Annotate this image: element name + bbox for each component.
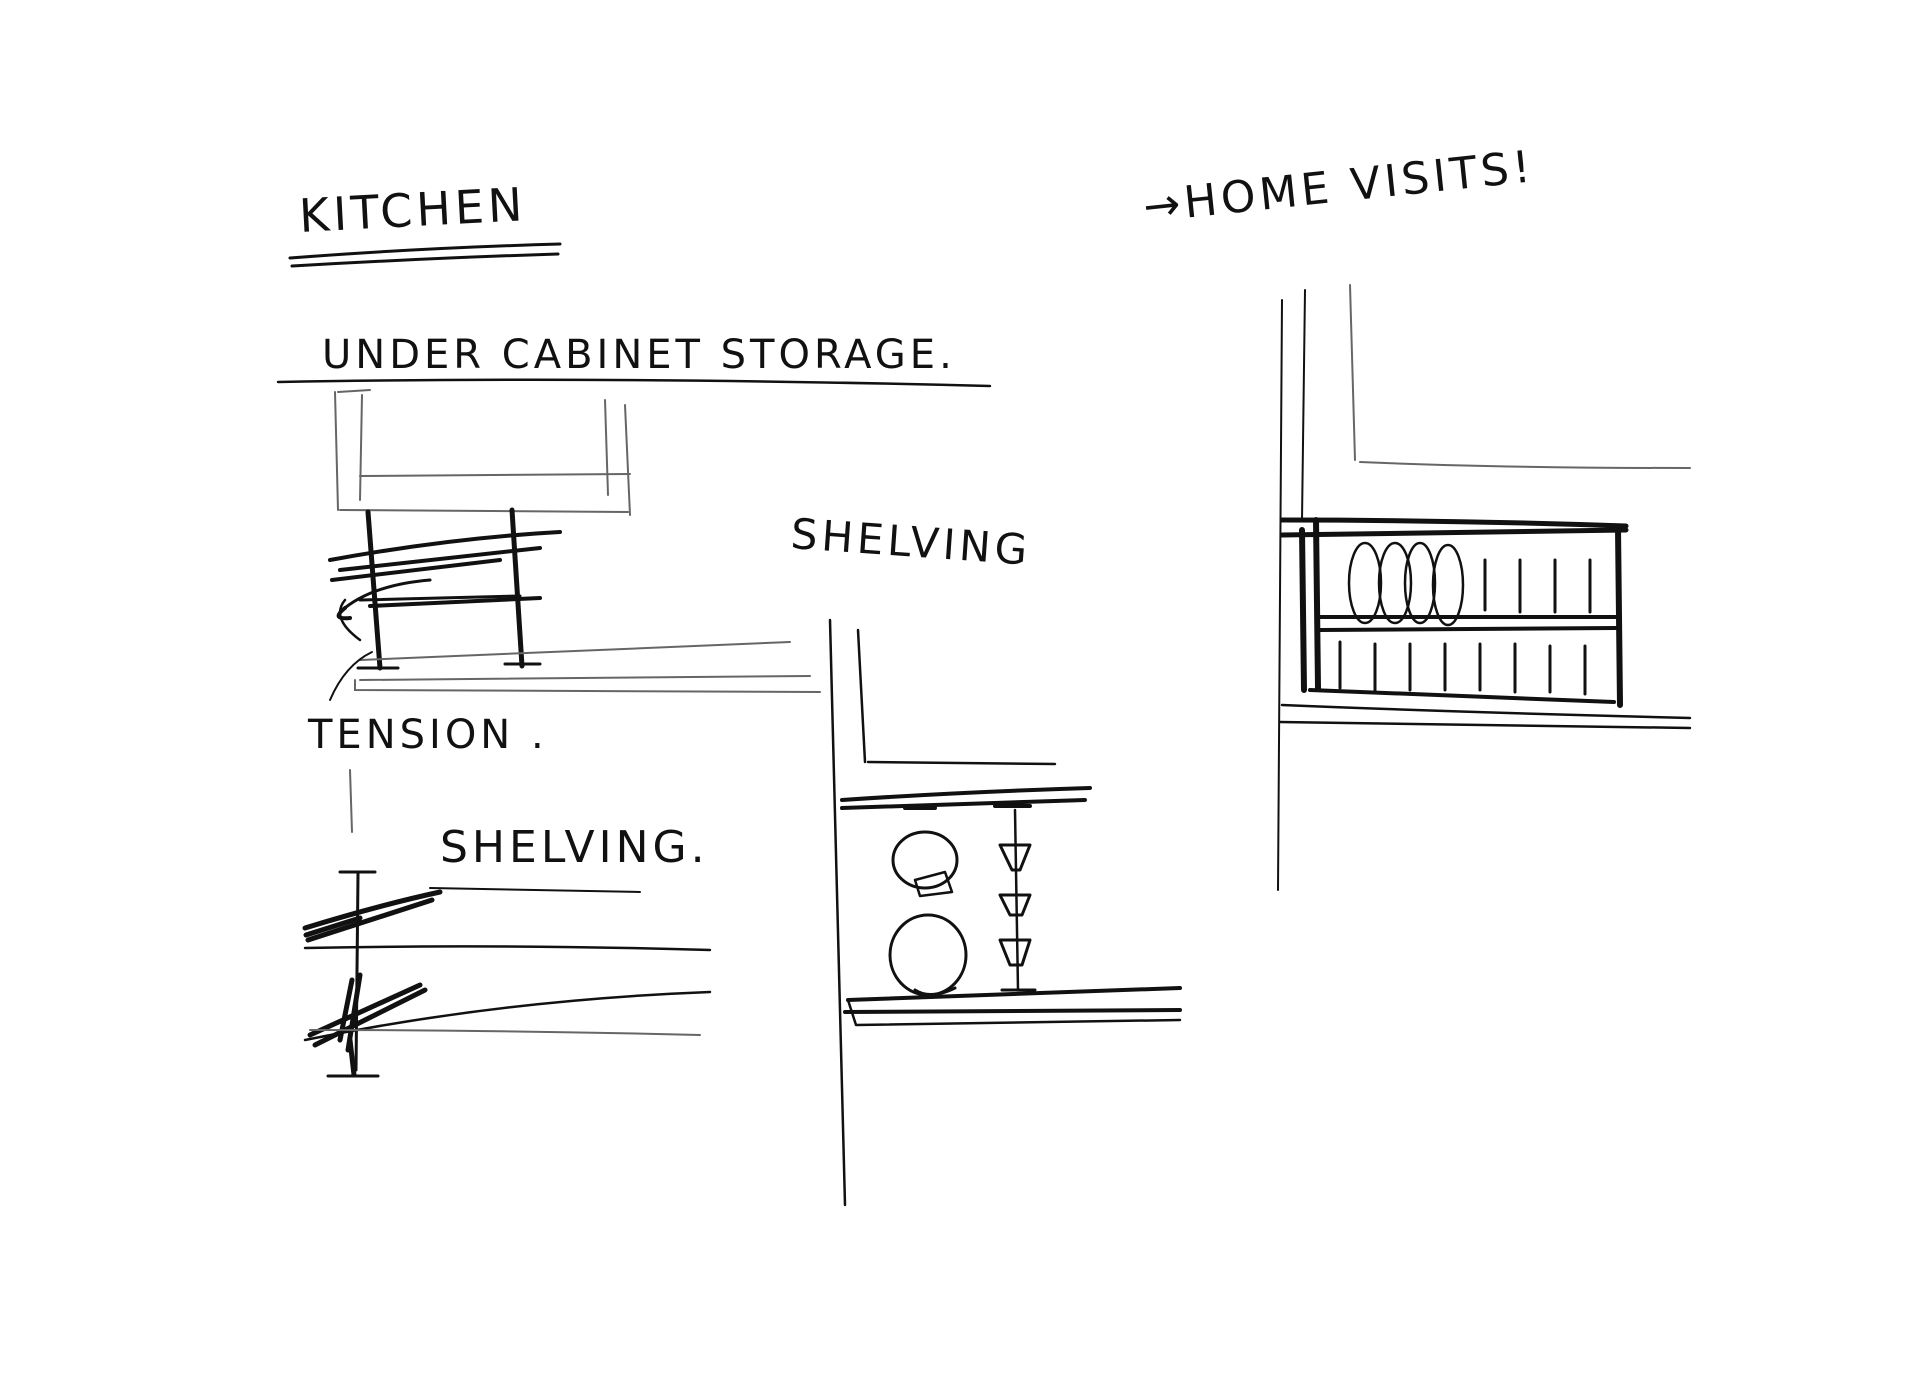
- sketch-left-shelving: [302, 769, 712, 1078]
- sketch-right-plate-rack: [1277, 284, 1692, 891]
- kitchen-underline: [288, 242, 562, 268]
- sketch-center-hanging-rack: [828, 618, 1182, 1207]
- kitchen-title: KITCHEN: [298, 177, 528, 243]
- kitchen-title-group: KITCHEN: [288, 177, 562, 268]
- tension-label: TENSION .: [307, 712, 548, 758]
- under-cabinet-storage-group: UNDER CABINET STORAGE.: [276, 332, 992, 388]
- under-cabinet-storage-label: UNDER CABINET STORAGE.: [322, 332, 956, 378]
- under-cabinet-underline: [276, 378, 992, 388]
- shelving-left-label: SHELVING.: [440, 822, 709, 873]
- home-visits-label: →HOME VISITS!: [1141, 141, 1537, 233]
- shelving-center-label: SHELVING: [789, 509, 1032, 575]
- sketch-under-cabinet-shelf: [328, 389, 821, 701]
- shelving-left-underline: [429, 887, 641, 893]
